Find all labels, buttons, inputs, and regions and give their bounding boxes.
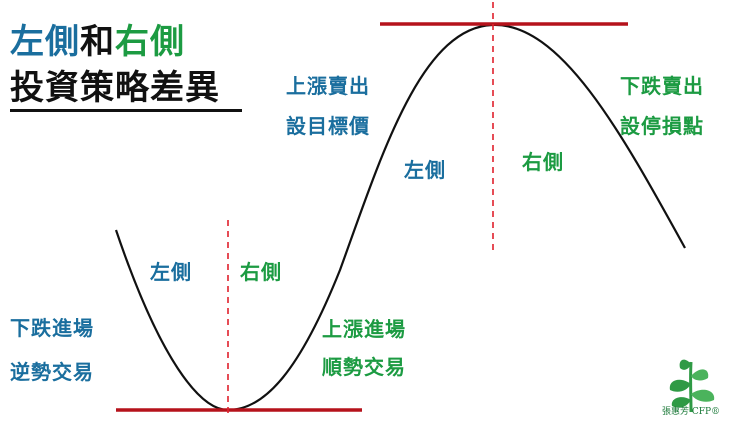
label-buy-on-rise-line2: 順勢交易 [322, 355, 406, 379]
label-sell-on-rise: 上漲賣出 設目標價 [286, 66, 370, 146]
label-buy-on-rise-line1: 上漲進場 [322, 317, 406, 341]
label-buy-on-fall-line1: 下跌進場 [10, 316, 94, 340]
logo-text: 張惠芳 CFP® [662, 407, 721, 417]
title-and: 和 [80, 22, 115, 62]
sprout-icon [669, 359, 715, 413]
title-right-side: 右側 [115, 22, 185, 62]
title-underline [10, 109, 242, 112]
label-buy-on-rise: 上漲進場 順勢交易 [322, 310, 406, 386]
label-buy-on-fall-line2: 逆勢交易 [10, 360, 94, 384]
label-lower-left-side: 左側 [150, 260, 192, 284]
label-sell-on-fall-line2: 設停損點 [620, 114, 704, 138]
label-buy-on-fall: 下跌進場 逆勢交易 [10, 306, 94, 394]
label-sell-on-rise-line1: 上漲賣出 [286, 74, 370, 98]
label-upper-right-side: 右側 [522, 150, 564, 174]
price-curve [114, 23, 686, 412]
label-sell-on-fall-line1: 下跌賣出 [620, 74, 704, 98]
label-sell-on-fall: 下跌賣出 設停損點 [620, 66, 704, 146]
label-sell-on-rise-line2: 設目標價 [286, 114, 370, 138]
page-title-line1: 左側和右側 [10, 14, 185, 63]
page-title-line2: 投資策略差異 [10, 68, 220, 108]
label-lower-right-side: 右側 [240, 260, 282, 284]
label-upper-left-side: 左側 [404, 158, 446, 182]
title-left-side: 左側 [10, 22, 80, 62]
